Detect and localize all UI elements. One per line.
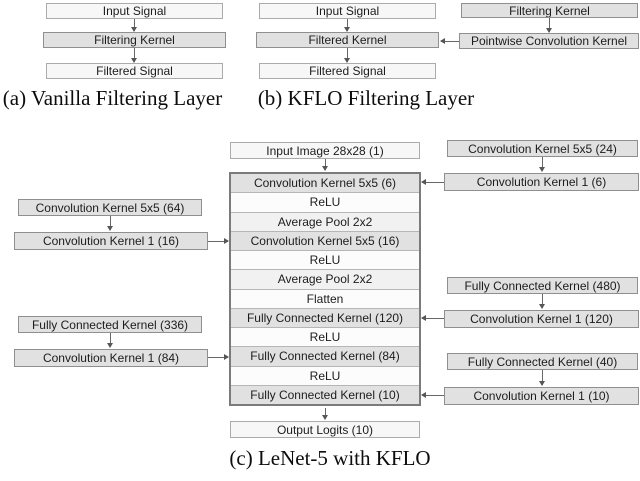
node-input-signal-b: Input Signal <box>259 3 436 19</box>
node-fc-kernel-480: Fully Connected Kernel (480) <box>447 277 638 294</box>
arrow-left-connector <box>421 392 444 398</box>
arrow-down-connector <box>539 370 545 386</box>
node-filtered-kernel-b: Filtered Kernel <box>256 32 439 48</box>
arrow-right-connector <box>208 354 229 360</box>
layer-row-relu: ReLU <box>231 193 419 213</box>
node-input-image: Input Image 28x28 (1) <box>230 142 420 159</box>
layer-row-conv5x5-16: Convolution Kernel 5x5 (16) <box>231 231 419 251</box>
layer-row-relu: ReLU <box>231 251 419 271</box>
layer-row-fc-84: Fully Connected Kernel (84) <box>231 347 419 367</box>
node-filtered-signal-b: Filtered Signal <box>259 63 436 79</box>
arrow-down-connector <box>322 408 328 420</box>
node-conv-kernel-1-16: Convolution Kernel 1 (16) <box>14 232 208 250</box>
layer-row-relu: ReLU <box>231 366 419 386</box>
node-conv-kernel-1-120: Convolution Kernel 1 (120) <box>444 310 639 328</box>
caption-fig-a: (a) Vanilla Filtering Layer <box>2 86 223 110</box>
arrow-down-connector <box>344 19 350 32</box>
lenet-backbone-stack: Convolution Kernel 5x5 (6) ReLU Average … <box>229 172 421 406</box>
arrow-down-connector <box>344 48 350 63</box>
node-input-signal-a: Input Signal <box>46 3 223 19</box>
arrow-down-connector <box>131 48 137 63</box>
arrow-down-connector <box>539 294 545 309</box>
arrow-down-connector <box>546 18 552 33</box>
caption-fig-b: (b) KFLO Filtering Layer <box>257 86 475 110</box>
arrow-left-connector <box>421 179 444 185</box>
arrow-down-connector <box>107 333 113 348</box>
arrow-down-connector <box>131 19 137 32</box>
node-fc-kernel-40: Fully Connected Kernel (40) <box>447 353 638 370</box>
layer-row-relu: ReLU <box>231 328 419 348</box>
caption-fig-c: (c) LeNet-5 with KFLO <box>229 446 431 470</box>
node-fc-kernel-336: Fully Connected Kernel (336) <box>18 316 202 333</box>
layer-row-avgpool: Average Pool 2x2 <box>231 212 419 232</box>
arrow-left-connector <box>440 38 459 44</box>
node-pointwise-convolution-kernel: Pointwise Convolution Kernel <box>459 33 639 49</box>
layer-row-fc-10: Fully Connected Kernel (10) <box>231 385 419 404</box>
node-conv-kernel-5x5-24: Convolution Kernel 5x5 (24) <box>447 140 638 157</box>
node-conv-kernel-5x5-64: Convolution Kernel 5x5 (64) <box>18 199 202 216</box>
layer-row-conv5x5-6: Convolution Kernel 5x5 (6) <box>231 174 419 194</box>
layer-row-flatten: Flatten <box>231 289 419 309</box>
arrow-right-connector <box>208 238 229 244</box>
node-conv-kernel-1-6: Convolution Kernel 1 (6) <box>444 173 639 191</box>
node-conv-kernel-1-84: Convolution Kernel 1 (84) <box>14 349 208 367</box>
node-filtered-signal-a: Filtered Signal <box>46 63 223 79</box>
arrow-down-connector <box>539 157 545 172</box>
layer-row-fc-120: Fully Connected Kernel (120) <box>231 308 419 328</box>
layer-row-avgpool: Average Pool 2x2 <box>231 270 419 290</box>
node-filtering-kernel-a: Filtering Kernel <box>43 32 226 48</box>
node-conv-kernel-1-10: Convolution Kernel 1 (10) <box>444 387 639 405</box>
node-output-logits: Output Logits (10) <box>230 421 420 438</box>
arrow-left-connector <box>421 315 444 321</box>
node-filtering-kernel-side: Filtering Kernel <box>461 3 638 18</box>
arrow-down-connector <box>322 159 328 171</box>
arrow-down-connector <box>107 216 113 231</box>
